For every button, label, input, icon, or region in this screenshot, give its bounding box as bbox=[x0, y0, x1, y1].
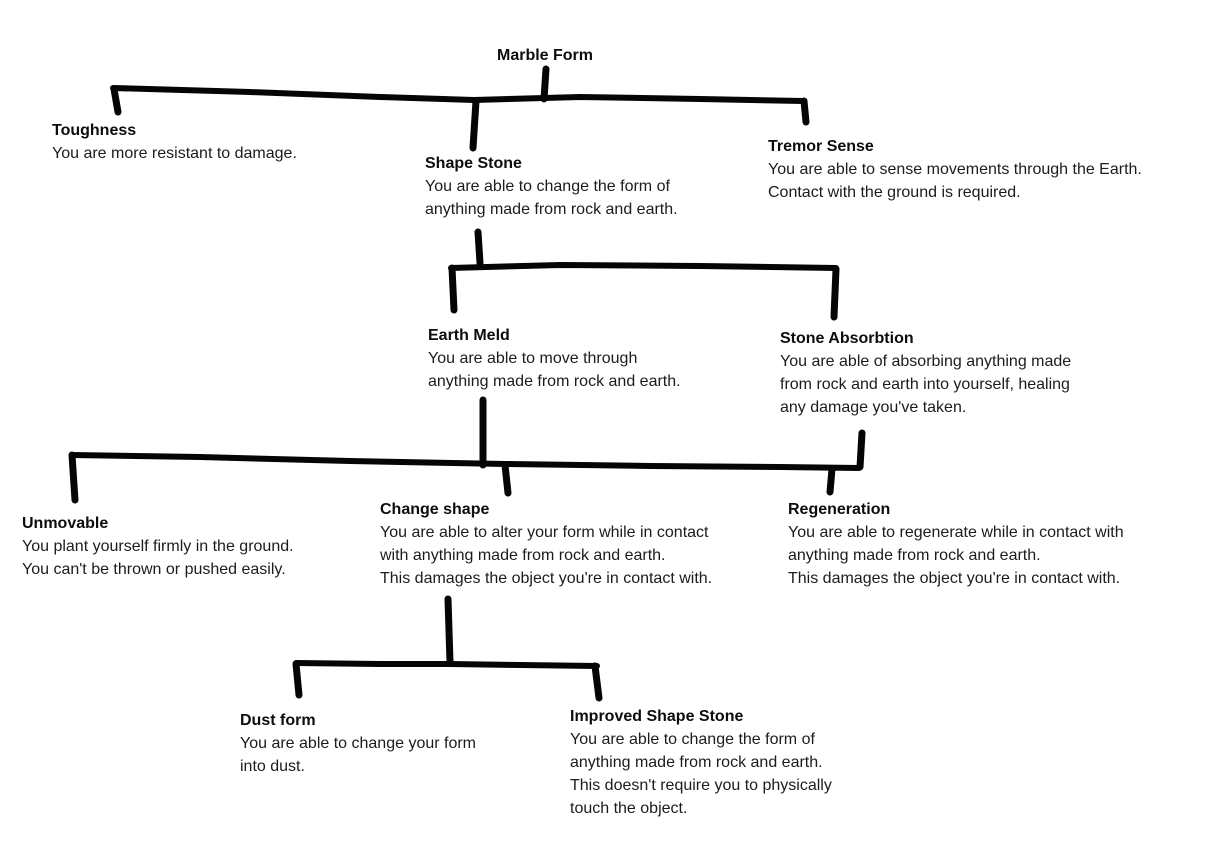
node-description: You are able to change your form into du… bbox=[240, 735, 477, 775]
connector-l3-stem-stone-absorbtion bbox=[856, 429, 866, 471]
connector-l3-drop-change-shape bbox=[501, 461, 512, 497]
node-unmovable: Unmovable You plant yourself firmly in t… bbox=[22, 512, 294, 581]
node-title: Earth Meld bbox=[428, 327, 510, 344]
node-title: Unmovable bbox=[22, 515, 109, 532]
connector-l1-drop-tremor-sense bbox=[800, 97, 810, 126]
node-title: Shape Stone bbox=[425, 155, 522, 172]
node-description: You are able to move through anything ma… bbox=[428, 350, 681, 390]
node-earth-meld: Earth Meld You are able to move through … bbox=[428, 324, 681, 393]
node-dust-form: Dust form You are able to change your fo… bbox=[240, 709, 476, 778]
node-title: Improved Shape Stone bbox=[570, 708, 744, 725]
node-regeneration: Regeneration You are able to regenerate … bbox=[788, 498, 1124, 590]
connector-l2-drop-earth-meld bbox=[448, 264, 458, 314]
node-change-shape: Change shape You are able to alter your … bbox=[380, 498, 712, 590]
node-title: Stone Absorbtion bbox=[780, 330, 914, 347]
node-description: You plant yourself firmly in the ground.… bbox=[22, 538, 294, 578]
node-shape-stone: Shape Stone You are able to change the f… bbox=[425, 152, 678, 221]
connector-l3-horizontal bbox=[69, 452, 862, 471]
connector-l1-drop-shape-stone bbox=[469, 97, 480, 152]
node-description: You are able of absorbing anything made … bbox=[780, 353, 1072, 416]
node-description: You are able to alter your form while in… bbox=[380, 524, 713, 587]
connector-l2-stem bbox=[474, 228, 484, 267]
node-description: You are able to change the form of anyth… bbox=[425, 178, 678, 218]
connector-l4-horizontal bbox=[293, 660, 600, 669]
node-description: You are able to change the form of anyth… bbox=[570, 731, 832, 817]
connector-l3-drop-unmovable bbox=[68, 451, 79, 504]
connector-l2-drop-stone-absorbtion bbox=[830, 265, 840, 321]
node-title: Dust form bbox=[240, 712, 316, 729]
node-title: Toughness bbox=[52, 122, 137, 139]
connector-l4-drop-dust-form bbox=[292, 660, 303, 699]
connector-l3-drop-regeneration bbox=[826, 465, 836, 496]
node-title: Tremor Sense bbox=[768, 138, 874, 155]
node-title: Regeneration bbox=[788, 501, 891, 518]
node-improved-shape-stone: Improved Shape Stone You are able to cha… bbox=[570, 705, 832, 820]
connector-l1-stem bbox=[540, 65, 550, 103]
node-description: You are able to regenerate while in cont… bbox=[788, 524, 1124, 587]
node-title: Marble Form bbox=[496, 47, 594, 64]
connector-l2-horizontal bbox=[448, 262, 839, 271]
node-stone-absorbtion: Stone Absorbtion You are able of absorbi… bbox=[780, 327, 1071, 419]
node-title: Change shape bbox=[380, 501, 490, 518]
node-marble-form: Marble Form bbox=[497, 44, 593, 67]
node-description: You are more resistant to damage. bbox=[52, 145, 297, 162]
connector-l4-stem bbox=[444, 595, 454, 666]
node-toughness: Toughness You are more resistant to dama… bbox=[52, 119, 297, 165]
connector-l4-drop-improved-shape-stone bbox=[591, 662, 603, 702]
node-tremor-sense: Tremor Sense You are able to sense movem… bbox=[768, 135, 1142, 204]
connector-l1-drop-toughness bbox=[110, 85, 122, 116]
node-description: You are able to sense movements through … bbox=[768, 161, 1142, 201]
connector-l1-horizontal bbox=[110, 85, 806, 104]
